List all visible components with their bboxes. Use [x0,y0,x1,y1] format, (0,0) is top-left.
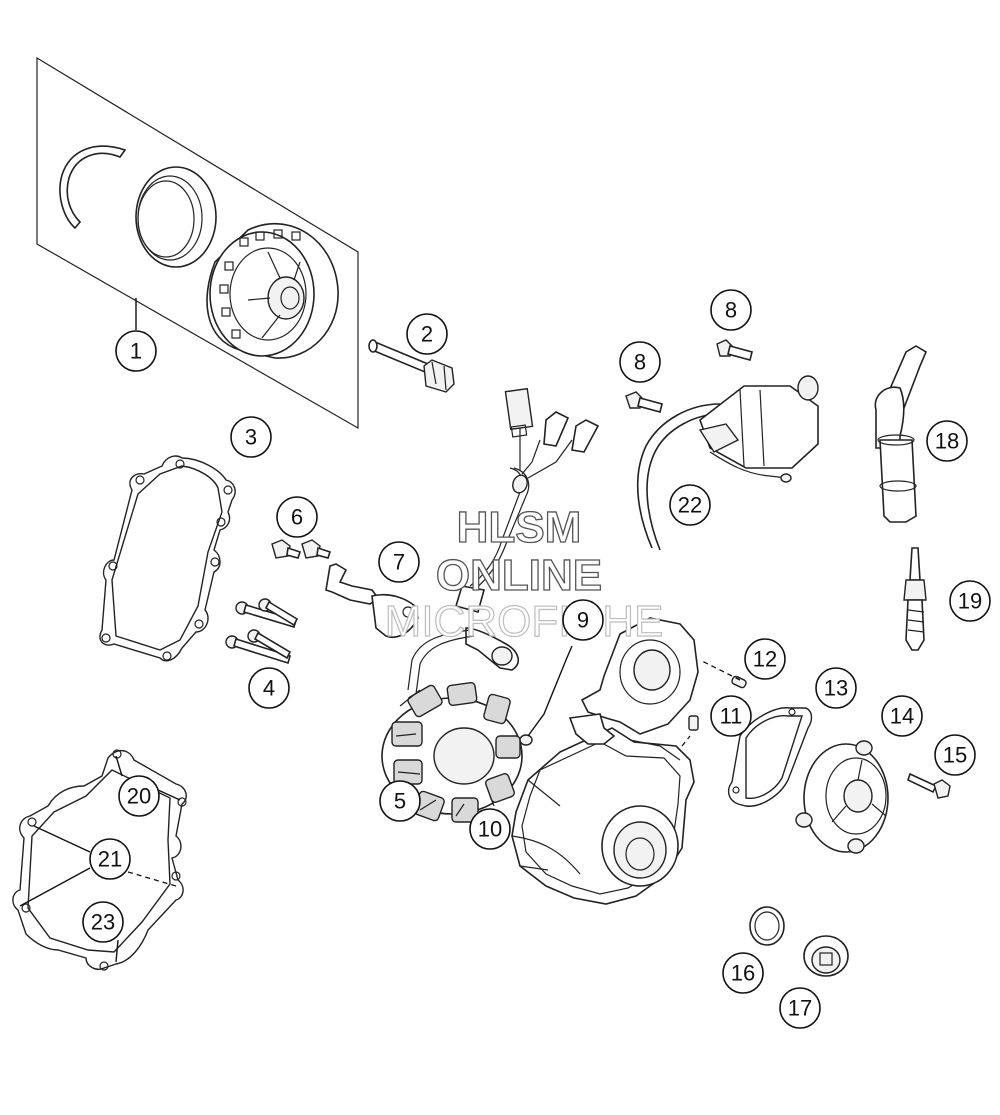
wire-terminal-c[interactable] [571,419,600,453]
callout-12[interactable]: 12 [744,638,786,680]
svg-text:1: 1 [130,339,142,364]
callout-14[interactable]: 14 [881,695,923,737]
cable-clamp[interactable] [325,563,419,638]
callout-21[interactable]: 21 [89,838,131,880]
svg-text:12: 12 [753,647,777,672]
svg-text:7: 7 [393,550,405,575]
svg-text:4: 4 [263,676,275,701]
svg-text:10: 10 [478,817,502,842]
svg-text:16: 16 [731,961,755,986]
pickup-gasket[interactable] [727,707,813,807]
cover-screws[interactable] [225,598,299,665]
sleeve[interactable] [688,715,699,731]
callout-16[interactable]: 16 [722,952,764,994]
callout-8b[interactable]: 8 [619,341,661,383]
callout-5[interactable]: 5 [379,780,421,822]
coil-screw-a[interactable] [716,339,753,361]
screw-plug[interactable] [803,935,849,977]
spark-plug-connector[interactable] [874,345,928,523]
callout-11[interactable]: 11 [710,695,752,737]
svg-text:17: 17 [788,996,812,1021]
svg-text:23: 23 [91,910,115,935]
stator-screws[interactable] [271,539,332,559]
ignition-cover-gasket[interactable] [99,455,236,662]
svg-text:11: 11 [720,704,743,729]
svg-text:13: 13 [824,676,848,701]
svg-text:2: 2 [421,322,433,347]
callout-15[interactable]: 15 [934,734,976,776]
coil-screw-b[interactable] [625,391,663,413]
callout-17[interactable]: 17 [779,987,821,1029]
svg-text:15: 15 [943,743,967,768]
callout-18[interactable]: 18 [926,420,968,462]
callouts: 1 2 3 4 5 6 7 8 8 9 10 11 12 13 14 15 16… [82,289,991,1029]
callout-1[interactable]: 1 [115,330,157,372]
svg-text:20: 20 [127,784,151,809]
watermark-line-1: HLSM [457,503,582,552]
leader-lines [19,298,741,963]
svg-text:19: 19 [958,589,982,614]
svg-text:5: 5 [394,789,406,814]
flywheel-rotor[interactable] [206,222,339,359]
callout-22[interactable]: 22 [669,484,711,526]
svg-text:22: 22 [678,493,702,518]
stator[interactable] [381,387,600,823]
svg-text:9: 9 [577,608,589,633]
callout-2[interactable]: 2 [406,313,448,355]
watermark: HLSM ONLINE MICROFICHE [384,502,664,646]
freewheel-ring[interactable] [135,166,217,268]
callout-20[interactable]: 20 [118,775,160,817]
callout-13[interactable]: 13 [815,667,857,709]
callout-6[interactable]: 6 [276,496,318,538]
cover-bolt-15[interactable] [907,772,951,799]
svg-text:21: 21 [98,847,122,872]
gasket-inner-line [111,465,223,651]
svg-text:18: 18 [935,429,959,454]
ignition-cover[interactable] [511,617,699,905]
svg-text:8: 8 [725,298,737,323]
callout-7[interactable]: 7 [378,541,420,583]
svg-text:8: 8 [634,350,646,375]
rotor-bolt[interactable] [368,339,455,393]
wire-connector-a[interactable] [504,387,534,438]
o-ring[interactable] [749,906,785,946]
watermark-line-2: ONLINE [436,551,602,600]
callout-10[interactable]: 10 [469,808,511,850]
svg-text:3: 3 [245,425,257,450]
callout-3[interactable]: 3 [230,416,272,458]
wire-terminal-b[interactable] [543,411,570,447]
svg-text:14: 14 [890,704,914,729]
ignition-coil[interactable] [636,375,819,551]
callout-19[interactable]: 19 [949,580,991,622]
dowel-pin-12[interactable] [731,675,747,689]
gasket-holes [101,459,233,661]
callout-9[interactable]: 9 [562,599,604,641]
svg-text:6: 6 [291,505,303,530]
callout-4[interactable]: 4 [248,667,290,709]
callout-23[interactable]: 23 [82,901,124,943]
watermark-line-3: MICROFICHE [385,597,664,646]
callout-8a[interactable]: 8 [710,289,752,331]
spark-plug[interactable] [903,547,927,651]
gasket-kit[interactable] [12,749,187,971]
snap-ring[interactable] [59,145,127,230]
pickup-cover[interactable] [795,740,889,854]
dowel-pin-9[interactable] [519,734,533,746]
rotor-assembly-group[interactable] [36,56,359,430]
